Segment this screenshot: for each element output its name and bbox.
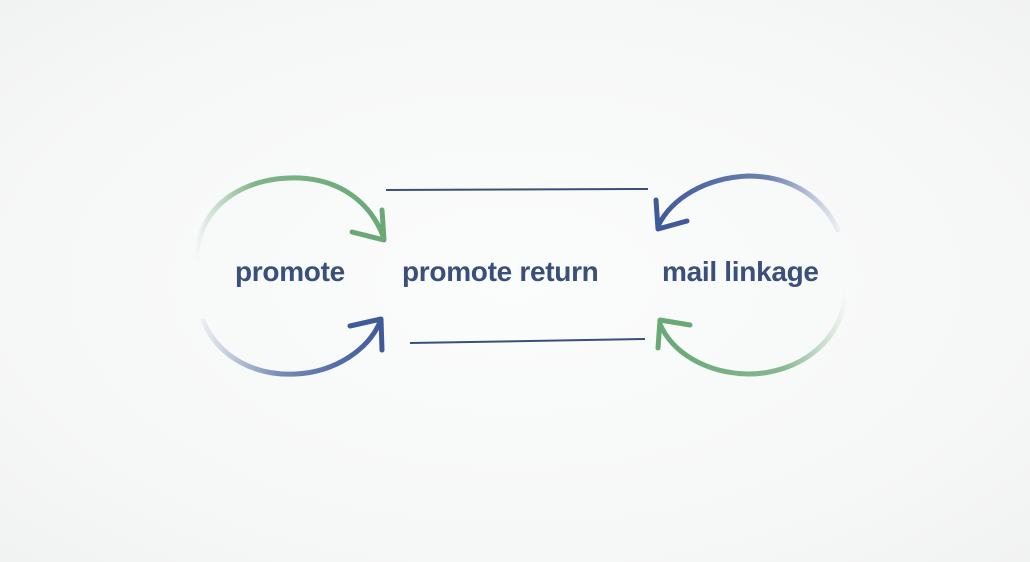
top-connector-line: [385, 188, 649, 191]
left-bottom-blue-arrow: [200, 316, 385, 377]
right-top-blue-arrow: [653, 173, 841, 233]
bottom-connector-line: [409, 338, 646, 344]
right-bottom-green-arrow: [655, 287, 849, 377]
node-label-right: mail linkage: [662, 256, 819, 287]
left-top-green-arrow: [193, 175, 387, 261]
node-label-left: promote: [235, 256, 345, 287]
node-label-middle: promote return: [402, 256, 599, 287]
